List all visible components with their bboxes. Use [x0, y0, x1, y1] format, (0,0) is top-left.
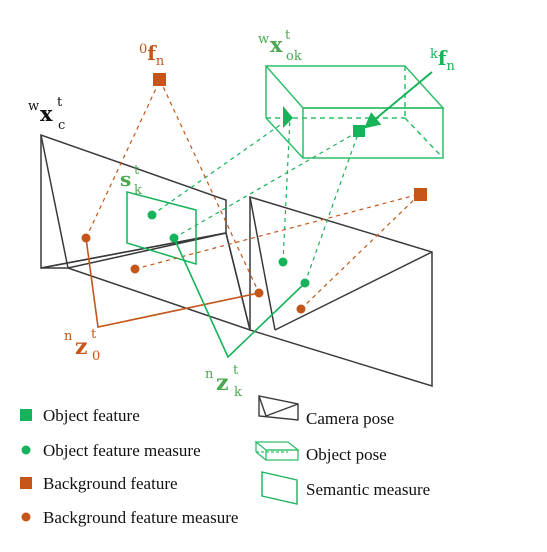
- legend-camera-label: Camera pose: [306, 409, 394, 428]
- legend-object-measure-label: Object feature measure: [43, 441, 201, 460]
- legend-semantic-label: Semantic measure: [306, 480, 430, 499]
- svg-text:t: t: [134, 163, 140, 178]
- semantic-measure-plane: [126, 191, 197, 266]
- camera-frustum-2: [225, 195, 433, 388]
- legend-camera-icon: [258, 395, 299, 421]
- svg-text:x: x: [40, 101, 53, 126]
- svg-text:n: n: [64, 329, 73, 344]
- legend-object-feature-icon: [20, 409, 32, 421]
- object-pose-axis-marker: [283, 106, 293, 128]
- label-f0: 0fn: [139, 41, 165, 69]
- svg-text:t: t: [57, 95, 63, 110]
- legend-semantic-icon: [261, 471, 298, 505]
- svg-text:z: z: [75, 334, 88, 360]
- legend-background-measure-label: Background feature measure: [43, 508, 238, 527]
- legend-object-pose-label: Object pose: [306, 445, 387, 464]
- svg-text:n: n: [205, 367, 214, 382]
- object-pose-box: [264, 65, 445, 159]
- svg-text:0: 0: [92, 349, 100, 364]
- legend: Object feature Object feature measure Ba…: [20, 395, 430, 527]
- background-feature-measures: [81, 233, 306, 314]
- legend-object-pose-icon: [254, 441, 300, 461]
- svg-text:t: t: [285, 28, 291, 43]
- label-xc: w x t c: [28, 95, 65, 133]
- legend-background-feature-icon: [20, 477, 32, 489]
- svg-text:c: c: [58, 118, 65, 133]
- svg-text:s: s: [120, 167, 131, 191]
- svg-text:t: t: [233, 363, 239, 378]
- svg-text:w: w: [258, 32, 269, 47]
- legend-background-feature-label: Background feature: [43, 474, 178, 493]
- svg-text:x: x: [270, 32, 283, 57]
- fk-arrow: [363, 71, 433, 129]
- zk-association-line: [173, 237, 306, 359]
- background-feature-f0: [153, 73, 166, 86]
- background-feature-right: [414, 188, 427, 201]
- z0-association-line: [85, 237, 260, 328]
- label-fk: kfn: [430, 46, 456, 74]
- label-zk: n z t k: [205, 363, 242, 400]
- svg-text:w: w: [28, 99, 39, 114]
- svg-text:z: z: [216, 370, 229, 396]
- label-z0: n z t 0: [64, 327, 100, 364]
- object-feature-measures: [147, 210, 310, 288]
- label-xok: w x t ok: [258, 28, 302, 64]
- label-sk: s t k: [120, 163, 142, 198]
- object-measure-lines: [151, 117, 360, 284]
- svg-text:t: t: [91, 327, 97, 342]
- legend-object-measure-icon: [21, 445, 31, 455]
- svg-text:ok: ok: [286, 49, 302, 64]
- svg-text:k: k: [234, 385, 242, 400]
- svg-text:k: k: [134, 183, 142, 198]
- legend-object-feature-label: Object feature: [43, 406, 140, 425]
- legend-background-measure-icon: [21, 512, 31, 522]
- object-feature-fk: [353, 125, 365, 137]
